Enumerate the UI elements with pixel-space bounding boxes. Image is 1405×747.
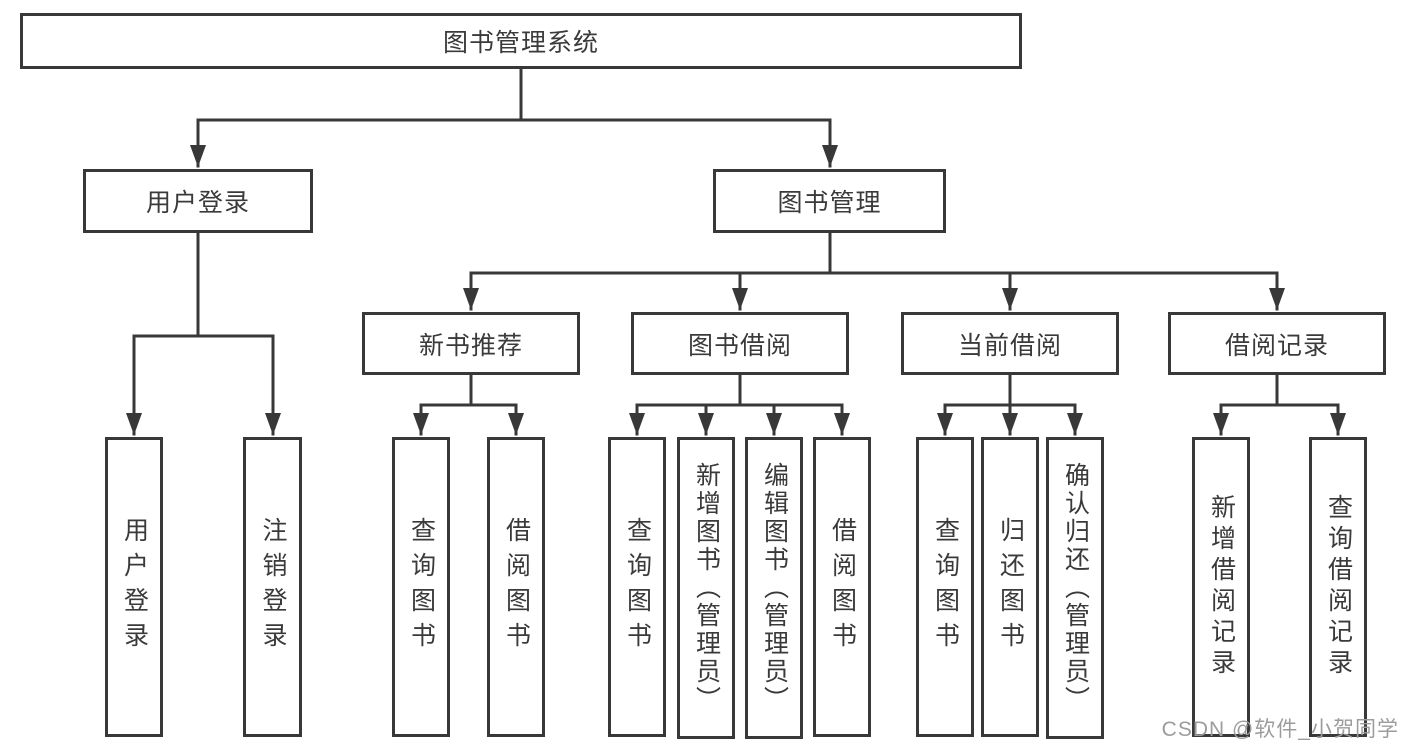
leaf-logout: 注销登录	[243, 437, 302, 737]
node-current-borrow: 当前借阅	[901, 312, 1119, 375]
leaf-user-login: 用户登录	[105, 437, 163, 737]
leaf-return-book: 归还图书	[981, 437, 1039, 737]
watermark: CSDN @软件_小贺同学	[1161, 718, 1399, 741]
leaf-add-borrow-record: 新增借阅记录	[1192, 437, 1250, 737]
node-new-book-recommend: 新书推荐	[362, 312, 580, 375]
leaf-confirm-return-admin: 确认归还（管理员）	[1046, 437, 1104, 739]
leaf-query-books-current: 查询图书	[916, 437, 974, 737]
node-root-library-system: 图书管理系统	[20, 13, 1022, 69]
leaf-borrow-books-recommend: 借阅图书	[487, 437, 545, 737]
leaf-query-books-recommend: 查询图书	[392, 437, 450, 737]
leaf-borrow-books: 借阅图书	[813, 437, 871, 737]
leaf-query-borrow-record: 查询借阅记录	[1309, 437, 1367, 737]
leaf-query-books-borrow: 查询图书	[608, 437, 666, 737]
leaf-add-book-admin: 新增图书（管理员）	[677, 437, 735, 739]
node-book-management: 图书管理	[713, 169, 946, 233]
leaf-edit-book-admin: 编辑图书（管理员）	[745, 437, 803, 739]
node-book-borrow: 图书借阅	[631, 312, 849, 375]
node-user-login-branch: 用户登录	[83, 169, 313, 233]
node-borrow-records: 借阅记录	[1168, 312, 1386, 375]
